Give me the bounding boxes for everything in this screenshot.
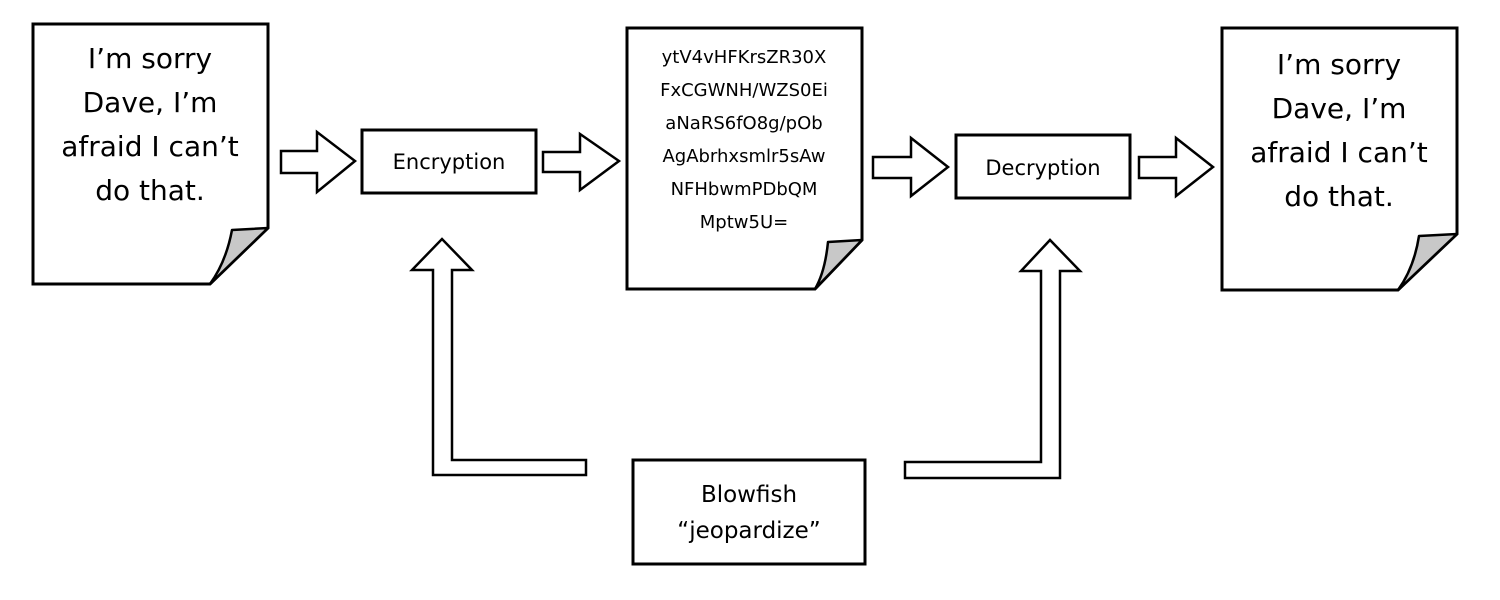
plaintext-line: I’m sorry xyxy=(88,42,212,75)
ciphertext-line: ytV4vHFKrsZR30X xyxy=(662,47,827,68)
plaintext-document: I’m sorry Dave, I’m afraid I can’t do th… xyxy=(31,22,270,286)
ciphertext-line: Mptw5U= xyxy=(700,212,788,233)
ciphertext-document: ytV4vHFKrsZR30X FxCGWNH/WZS0Ei aNaRS6fO8… xyxy=(625,26,864,291)
key-algorithm: Blowfish xyxy=(701,482,797,508)
page-fold-icon xyxy=(1396,232,1459,292)
arrow-right-icon xyxy=(541,131,622,193)
elbow-arrow-up-icon xyxy=(903,238,1083,480)
key-box: Blowfish “jeopardize” xyxy=(631,458,867,566)
plaintext-line: do that. xyxy=(95,174,205,207)
decryption-box: Decryption xyxy=(954,133,1132,200)
page-fold-icon xyxy=(813,238,864,291)
decrypted-document: I’m sorry Dave, I’m afraid I can’t do th… xyxy=(1220,26,1459,292)
page-fold-icon xyxy=(208,226,270,286)
decryption-label: Decryption xyxy=(985,156,1100,180)
ciphertext-line: FxCGWNH/WZS0Ei xyxy=(660,80,828,101)
ciphertext-line: NFHbwmPDbQM xyxy=(671,179,818,200)
decrypted-line: Dave, I’m xyxy=(1272,92,1407,125)
encryption-label: Encryption xyxy=(393,150,506,174)
key-value: “jeopardize” xyxy=(677,518,820,544)
arrow-right-icon xyxy=(1137,135,1216,199)
plaintext-line: afraid I can’t xyxy=(61,130,238,163)
ciphertext-line: aNaRS6fO8g/pOb xyxy=(665,113,822,134)
decrypted-line: I’m sorry xyxy=(1277,48,1401,81)
arrow-right-icon xyxy=(871,135,951,199)
arrow-right-icon xyxy=(279,129,358,195)
decrypted-line: afraid I can’t xyxy=(1250,136,1427,169)
elbow-arrow-up-icon xyxy=(409,237,588,477)
ciphertext-line: AgAbrhxsmlr5sAw xyxy=(662,146,825,167)
encryption-box: Encryption xyxy=(360,128,538,195)
plaintext-line: Dave, I’m xyxy=(83,86,218,119)
decrypted-line: do that. xyxy=(1284,180,1394,213)
